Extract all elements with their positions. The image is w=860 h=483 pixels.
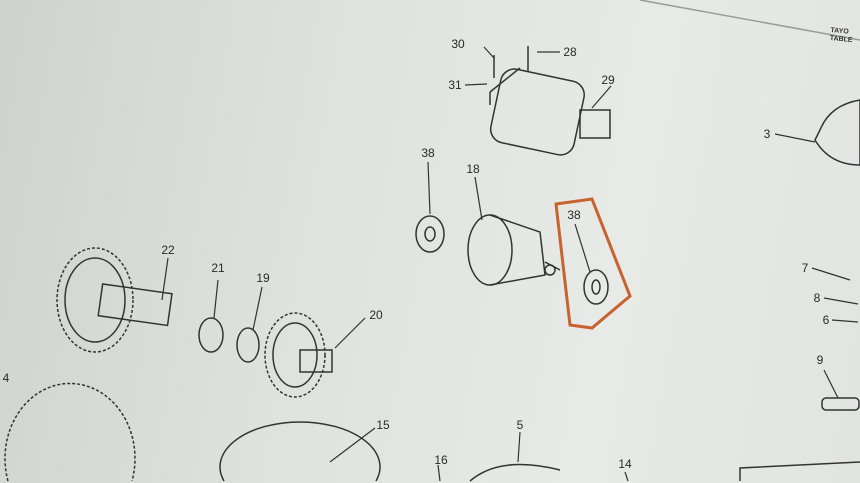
callout-30: 30 (451, 37, 465, 51)
callout-9: 9 (816, 353, 824, 367)
callout-38-left: 38 (421, 146, 435, 160)
callout-5: 5 (516, 418, 524, 432)
callout-4: 4 (2, 371, 10, 385)
clutch-part (219, 421, 381, 482)
washer-part (415, 215, 445, 253)
callout-8: 8 (813, 291, 821, 305)
callout-29: 29 (601, 73, 615, 87)
callout-19: 19 (256, 271, 270, 285)
callout-3: 3 (763, 127, 771, 141)
large-gear-part (4, 382, 136, 482)
callout-14: 14 (618, 457, 632, 471)
washer-part (236, 327, 260, 363)
callout-21: 21 (211, 261, 225, 275)
callout-28: 28 (563, 45, 577, 59)
gear-shaft-part (56, 247, 173, 353)
housing-part (814, 99, 860, 166)
callout-38-highlighted: 38 (567, 208, 581, 222)
highlight-outline (554, 197, 632, 330)
starter-motor-part (489, 67, 611, 156)
callout-31: 31 (448, 78, 462, 92)
sheet-edge (639, 0, 860, 41)
bolt-part (821, 397, 860, 411)
circlip-part (198, 317, 224, 353)
callout-18: 18 (466, 162, 480, 176)
sheet-header: TAYO TABLE (829, 27, 853, 45)
callout-6: 6 (822, 313, 830, 327)
callout-22: 22 (161, 243, 175, 257)
gear-part (264, 312, 333, 398)
callout-15: 15 (376, 418, 390, 432)
callout-16: 16 (434, 453, 448, 467)
starter-drive-part (467, 214, 561, 286)
washer-part-highlighted (583, 269, 609, 305)
callout-7: 7 (801, 261, 809, 275)
callout-20: 20 (369, 308, 383, 322)
